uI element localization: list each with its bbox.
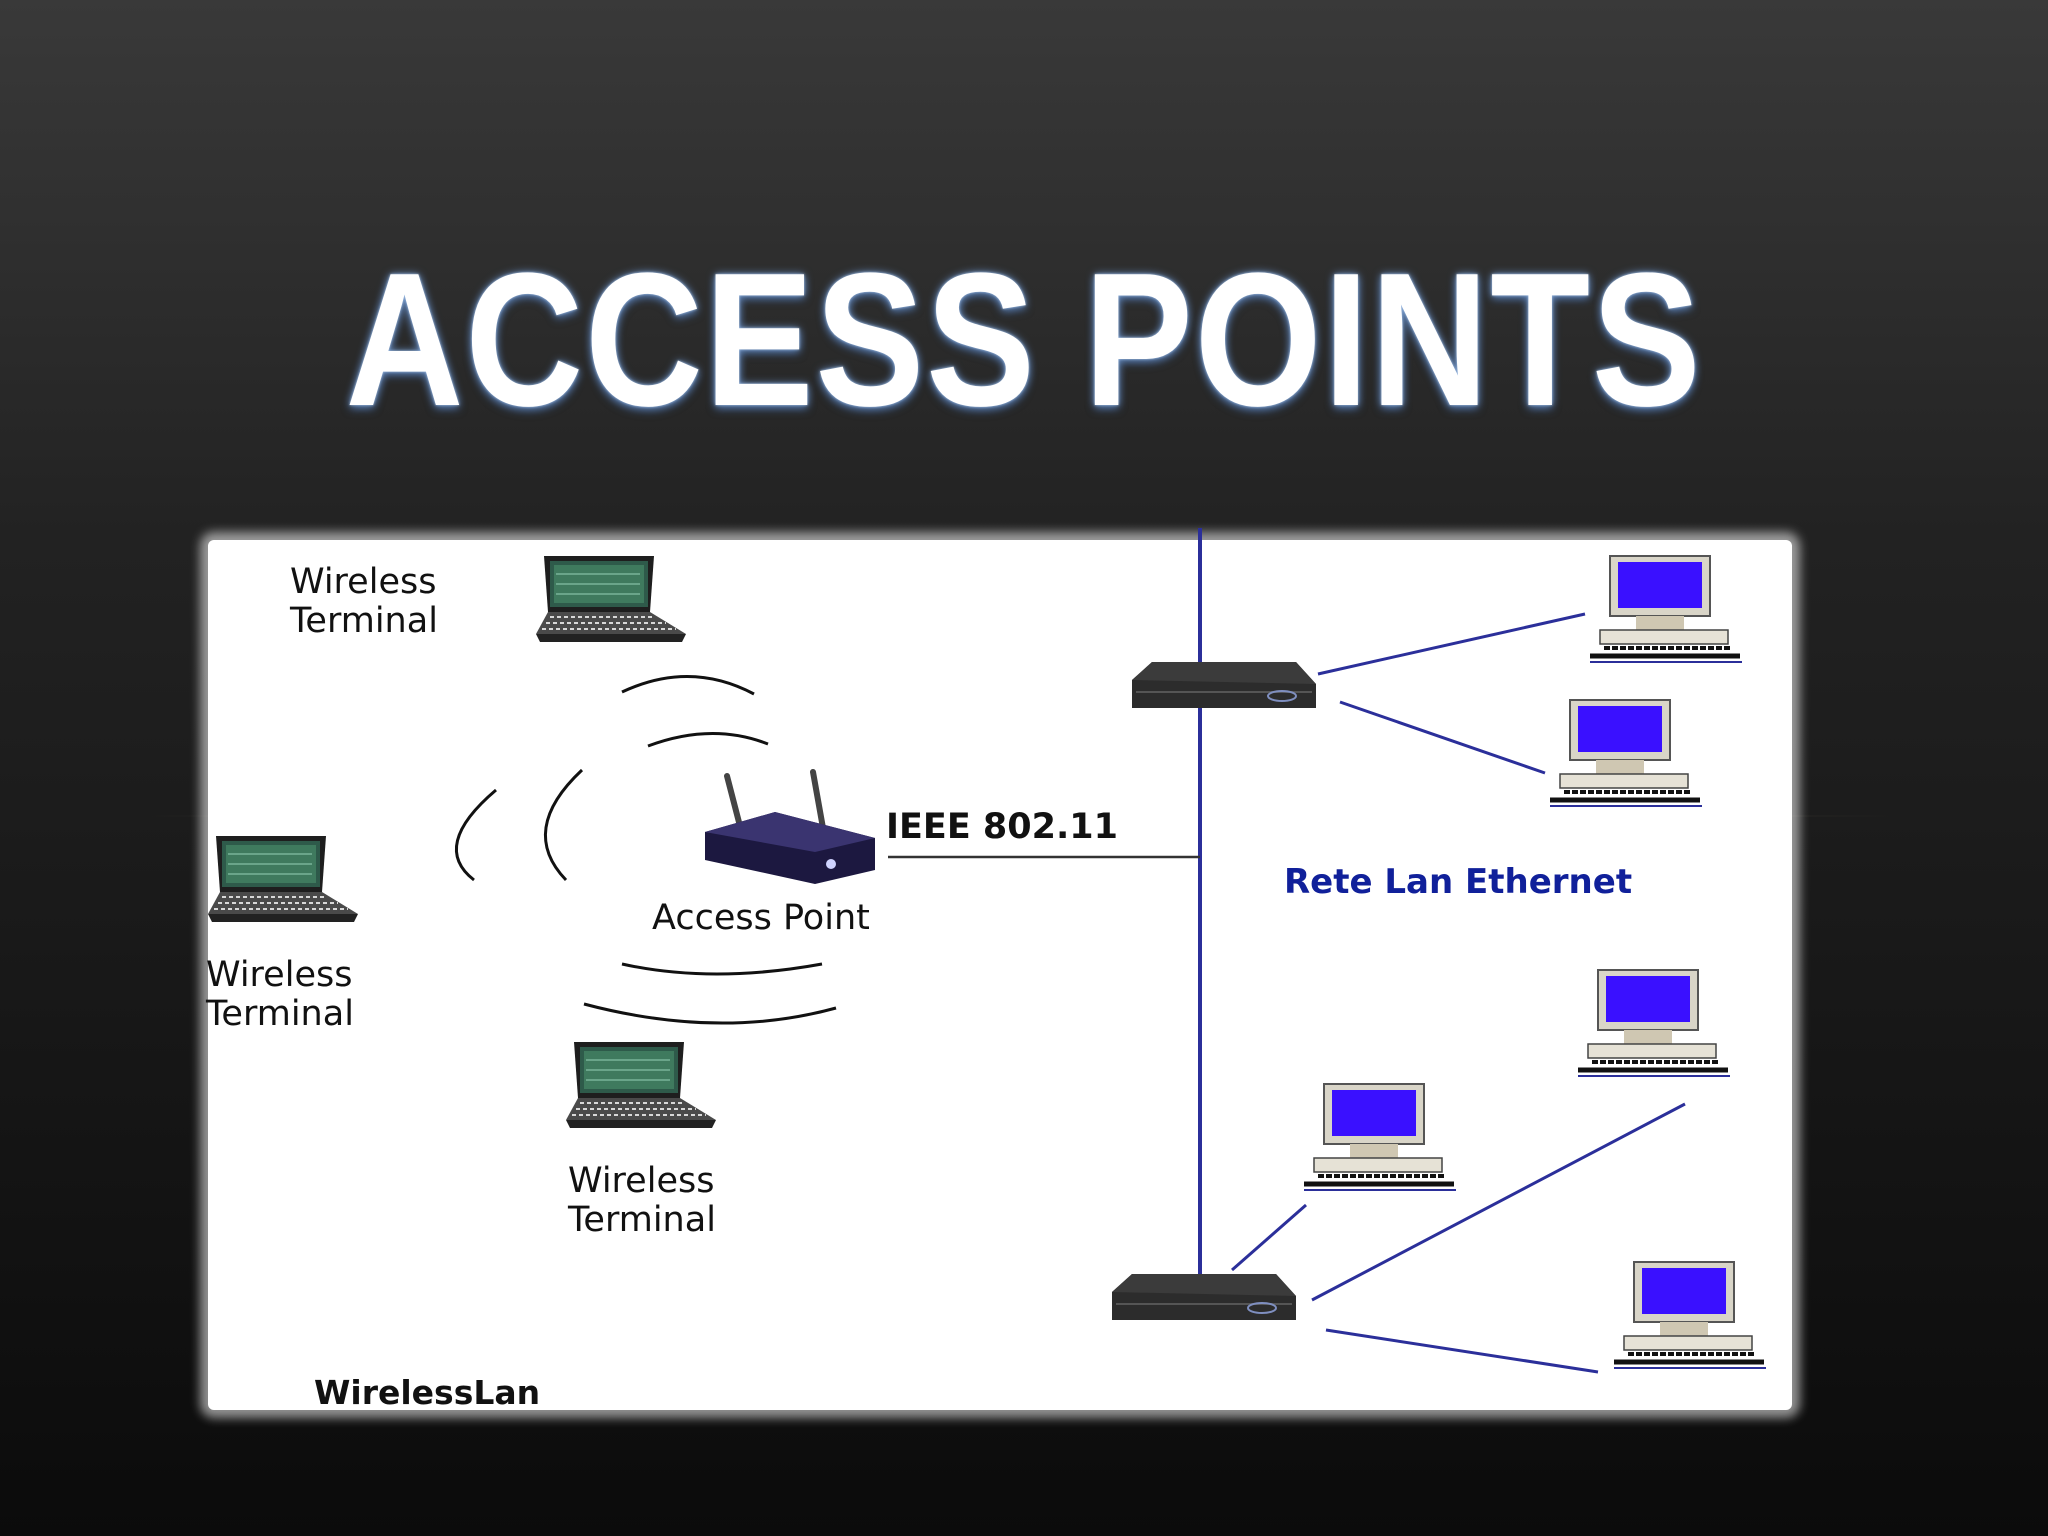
hub-link bbox=[1339, 700, 1546, 775]
slide-title: ACCESS POINTS bbox=[345, 234, 1703, 446]
wlan-label: WirelessLan bbox=[314, 1373, 540, 1412]
hub-icon bbox=[1111, 1273, 1297, 1321]
terminal-label-left-line2: Terminal bbox=[205, 994, 354, 1034]
wireless-waves bbox=[454, 675, 837, 1025]
access-point-icon bbox=[705, 769, 875, 884]
desktop-pc-icon bbox=[1550, 700, 1702, 806]
hub-link bbox=[1231, 1203, 1307, 1272]
desktop-pc-icon bbox=[1304, 1084, 1456, 1190]
hub-icon bbox=[1131, 661, 1317, 709]
laptop-icon bbox=[565, 1041, 717, 1129]
terminal-label-bottom-line2: Terminal bbox=[567, 1200, 716, 1240]
terminal-label-top-line1: Wireless bbox=[290, 562, 436, 602]
ieee-link-label: IEEE 802.11 bbox=[886, 807, 1118, 847]
laptop-icon bbox=[535, 555, 687, 643]
laptop-icon bbox=[207, 835, 359, 923]
desktop-pc-icon bbox=[1578, 970, 1730, 1076]
terminal-label-left-line1: Wireless bbox=[206, 955, 352, 995]
desktop-pc-icon bbox=[1614, 1262, 1766, 1368]
access-point-label: Access Point bbox=[652, 898, 870, 938]
hub-link bbox=[1311, 1102, 1686, 1302]
diagram-panel bbox=[208, 540, 1792, 1410]
desktop-pc-icon bbox=[1590, 556, 1742, 662]
hub-link bbox=[1325, 1328, 1599, 1374]
ethernet-label: Rete Lan Ethernet bbox=[1284, 862, 1632, 902]
terminal-label-top-line2: Terminal bbox=[289, 601, 438, 641]
hub-link bbox=[1317, 612, 1586, 676]
terminal-label-bottom-line1: Wireless bbox=[568, 1161, 714, 1201]
